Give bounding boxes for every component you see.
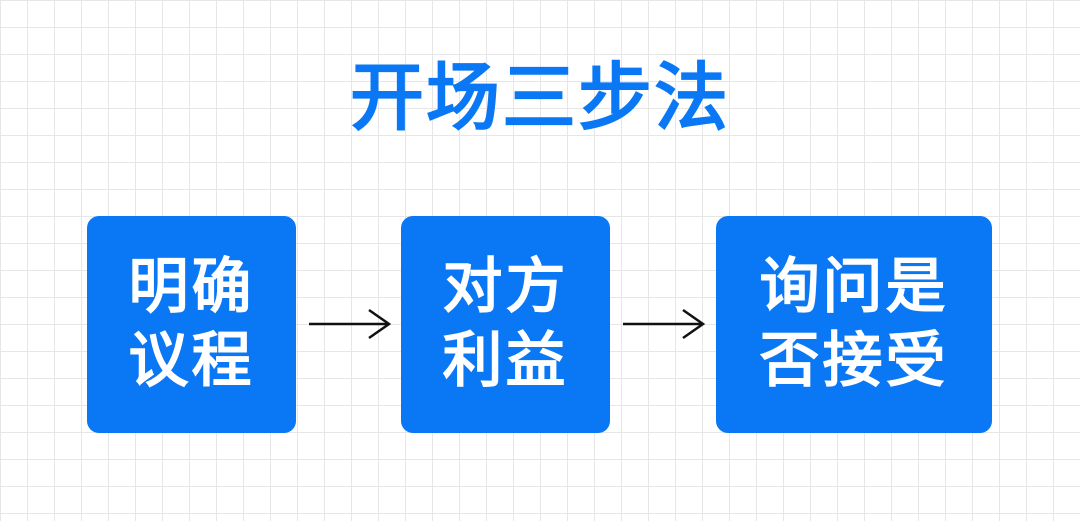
arrow-head xyxy=(368,308,392,340)
step-box-3: 询问是 否接受 xyxy=(716,216,992,433)
diagram-title: 开场三步法 xyxy=(350,55,730,141)
step-1-line-1: 明确 xyxy=(128,252,255,323)
step-3-line-2: 否接受 xyxy=(759,325,949,396)
step-1-line-2: 议程 xyxy=(128,325,255,396)
arrow-head xyxy=(682,308,706,340)
arrow-right-icon xyxy=(309,308,392,340)
step-2-line-2: 利益 xyxy=(442,325,569,396)
step-2-line-1: 对方 xyxy=(442,252,569,323)
step-box-2: 对方 利益 xyxy=(401,216,610,433)
step-box-1: 明确 议程 xyxy=(87,216,296,433)
arrow-right-icon xyxy=(623,308,706,340)
step-3-line-1: 询问是 xyxy=(759,252,949,323)
